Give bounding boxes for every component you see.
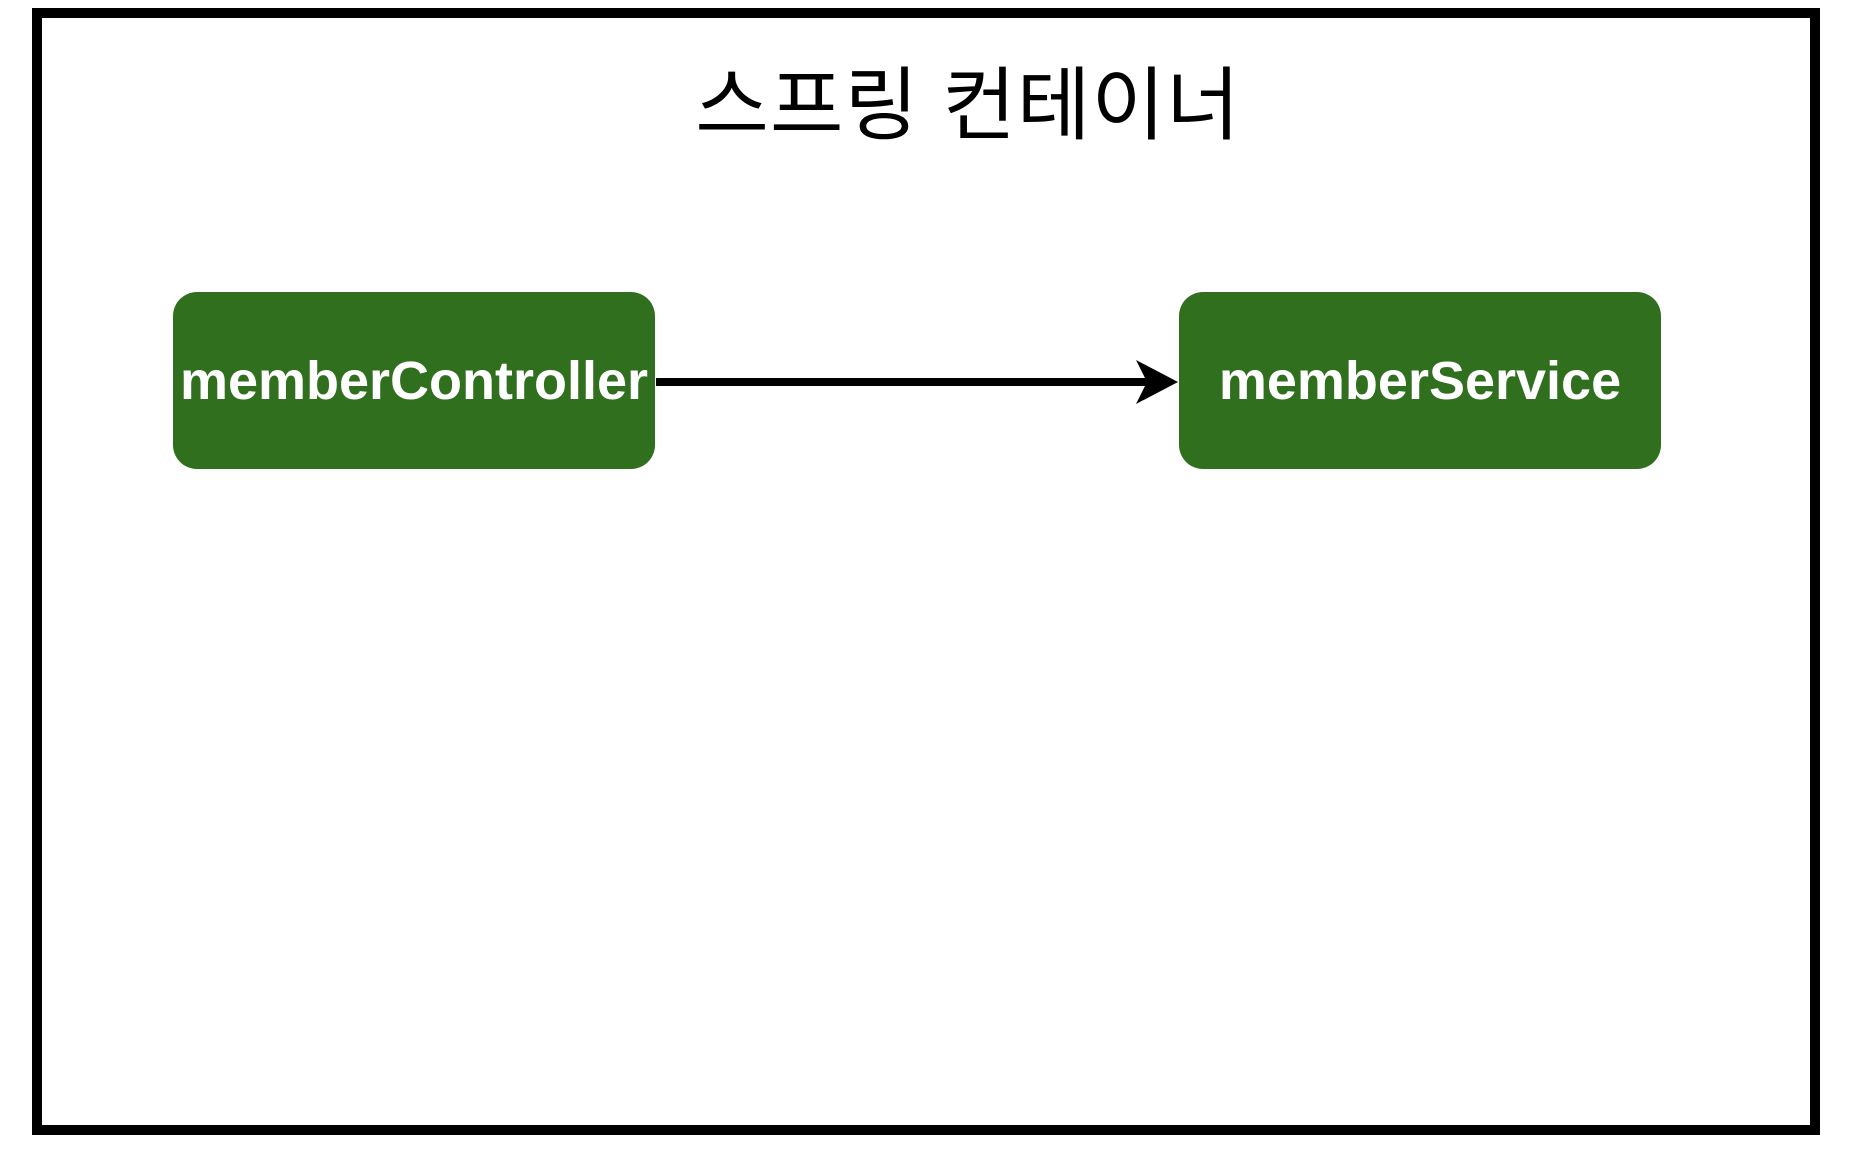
bean-node-membercontroller: memberController — [173, 292, 655, 469]
bean-label-membercontroller: memberController — [179, 350, 649, 411]
container-title: 스프링 컨테이너 — [695, 61, 1241, 150]
bean-label-memberservice: memberService — [1218, 350, 1622, 411]
bean-node-memberservice: memberService — [1179, 292, 1661, 469]
spring-container-frame: 스프링 컨테이너 — [32, 8, 1820, 1135]
